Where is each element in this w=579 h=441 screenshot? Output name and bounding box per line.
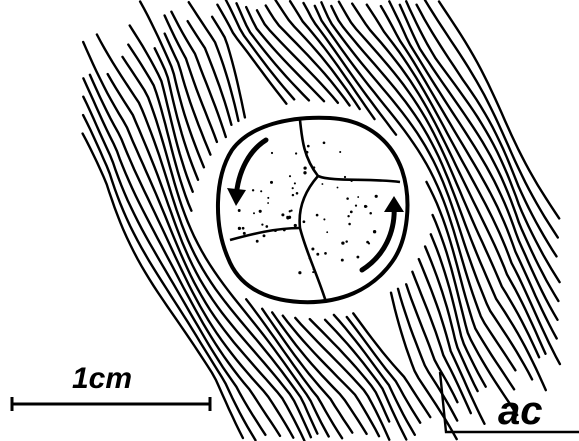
stipple-dot <box>303 220 306 223</box>
stipple-dot <box>260 190 262 192</box>
stipple-dot <box>341 241 344 244</box>
stipple-dot <box>292 194 294 196</box>
stipple-dot <box>344 176 346 178</box>
foliation-line <box>171 12 225 137</box>
stipple-dot <box>303 166 306 169</box>
stipple-dot <box>326 231 328 233</box>
stipple-dot <box>350 211 353 214</box>
stipple-dot <box>271 152 273 154</box>
stipple-dot <box>323 141 326 144</box>
stipple-dot <box>270 181 273 184</box>
stipple-dot <box>298 271 301 274</box>
stipple-dot <box>295 152 297 154</box>
stipple-dot <box>347 215 349 217</box>
stipple-dot <box>238 227 241 230</box>
stipple-dot <box>289 210 291 212</box>
foliation-line <box>272 312 366 434</box>
stipple-dot <box>355 205 357 207</box>
scale-label: 1cm <box>72 362 132 395</box>
grain-outline <box>218 118 407 302</box>
stipple-dot <box>308 257 311 260</box>
stipple-dot <box>281 213 284 216</box>
stipple-dot <box>292 187 294 189</box>
stipple-dot <box>346 197 349 200</box>
stipple-dot <box>337 187 339 189</box>
stipple-dot <box>350 180 352 182</box>
stipple-dot <box>303 171 306 174</box>
stipple-dot <box>341 259 344 262</box>
stipple-dot <box>321 183 323 185</box>
stipple-dot <box>365 205 367 207</box>
stipple-dot <box>307 145 310 148</box>
stipple-dot <box>259 210 262 213</box>
porphyroblast <box>218 118 407 302</box>
annotation-label: ac <box>498 389 543 433</box>
stipple-dot <box>345 240 347 242</box>
stipple-dot <box>238 209 241 212</box>
stipple-dot <box>267 197 269 199</box>
stipple-dot <box>311 247 314 250</box>
stipple-dot <box>243 232 246 235</box>
stipple-dot <box>312 268 314 270</box>
stipple-dot <box>373 230 376 233</box>
stipple-dot <box>288 216 291 219</box>
stipple-dot <box>306 151 309 154</box>
stipple-dot <box>242 227 245 230</box>
stipple-dot <box>261 223 263 225</box>
stipple-dot <box>312 271 314 273</box>
stipple-dot <box>357 196 359 198</box>
stipple-dot <box>252 189 254 191</box>
stipple-dot <box>348 223 351 226</box>
foliation-line <box>304 3 397 135</box>
stipple-dot <box>296 192 299 195</box>
stipple-dot <box>294 224 297 227</box>
stipple-dot <box>283 228 286 231</box>
stipple-dot <box>313 166 315 168</box>
stipple-dot <box>316 253 319 256</box>
stipple-dot <box>368 242 370 244</box>
stipple-dot <box>375 195 378 198</box>
foliation-line <box>212 17 245 118</box>
stipple-dot <box>263 234 266 237</box>
stipple-dot <box>323 218 325 220</box>
stipple-dot <box>253 212 255 214</box>
stipple-dot <box>339 151 341 153</box>
stipple-dot <box>369 212 372 215</box>
stipple-dot <box>324 252 327 255</box>
stipple-dot <box>294 182 296 184</box>
stipple-dot <box>274 229 277 232</box>
stipple-dot <box>256 240 259 243</box>
stipple-dot <box>289 175 291 177</box>
stipple-dot <box>316 214 319 217</box>
stipple-dot <box>356 256 359 259</box>
stipple-dot <box>265 225 268 228</box>
stipple-dot <box>267 202 269 204</box>
scale-bar: 1cm <box>12 362 210 411</box>
